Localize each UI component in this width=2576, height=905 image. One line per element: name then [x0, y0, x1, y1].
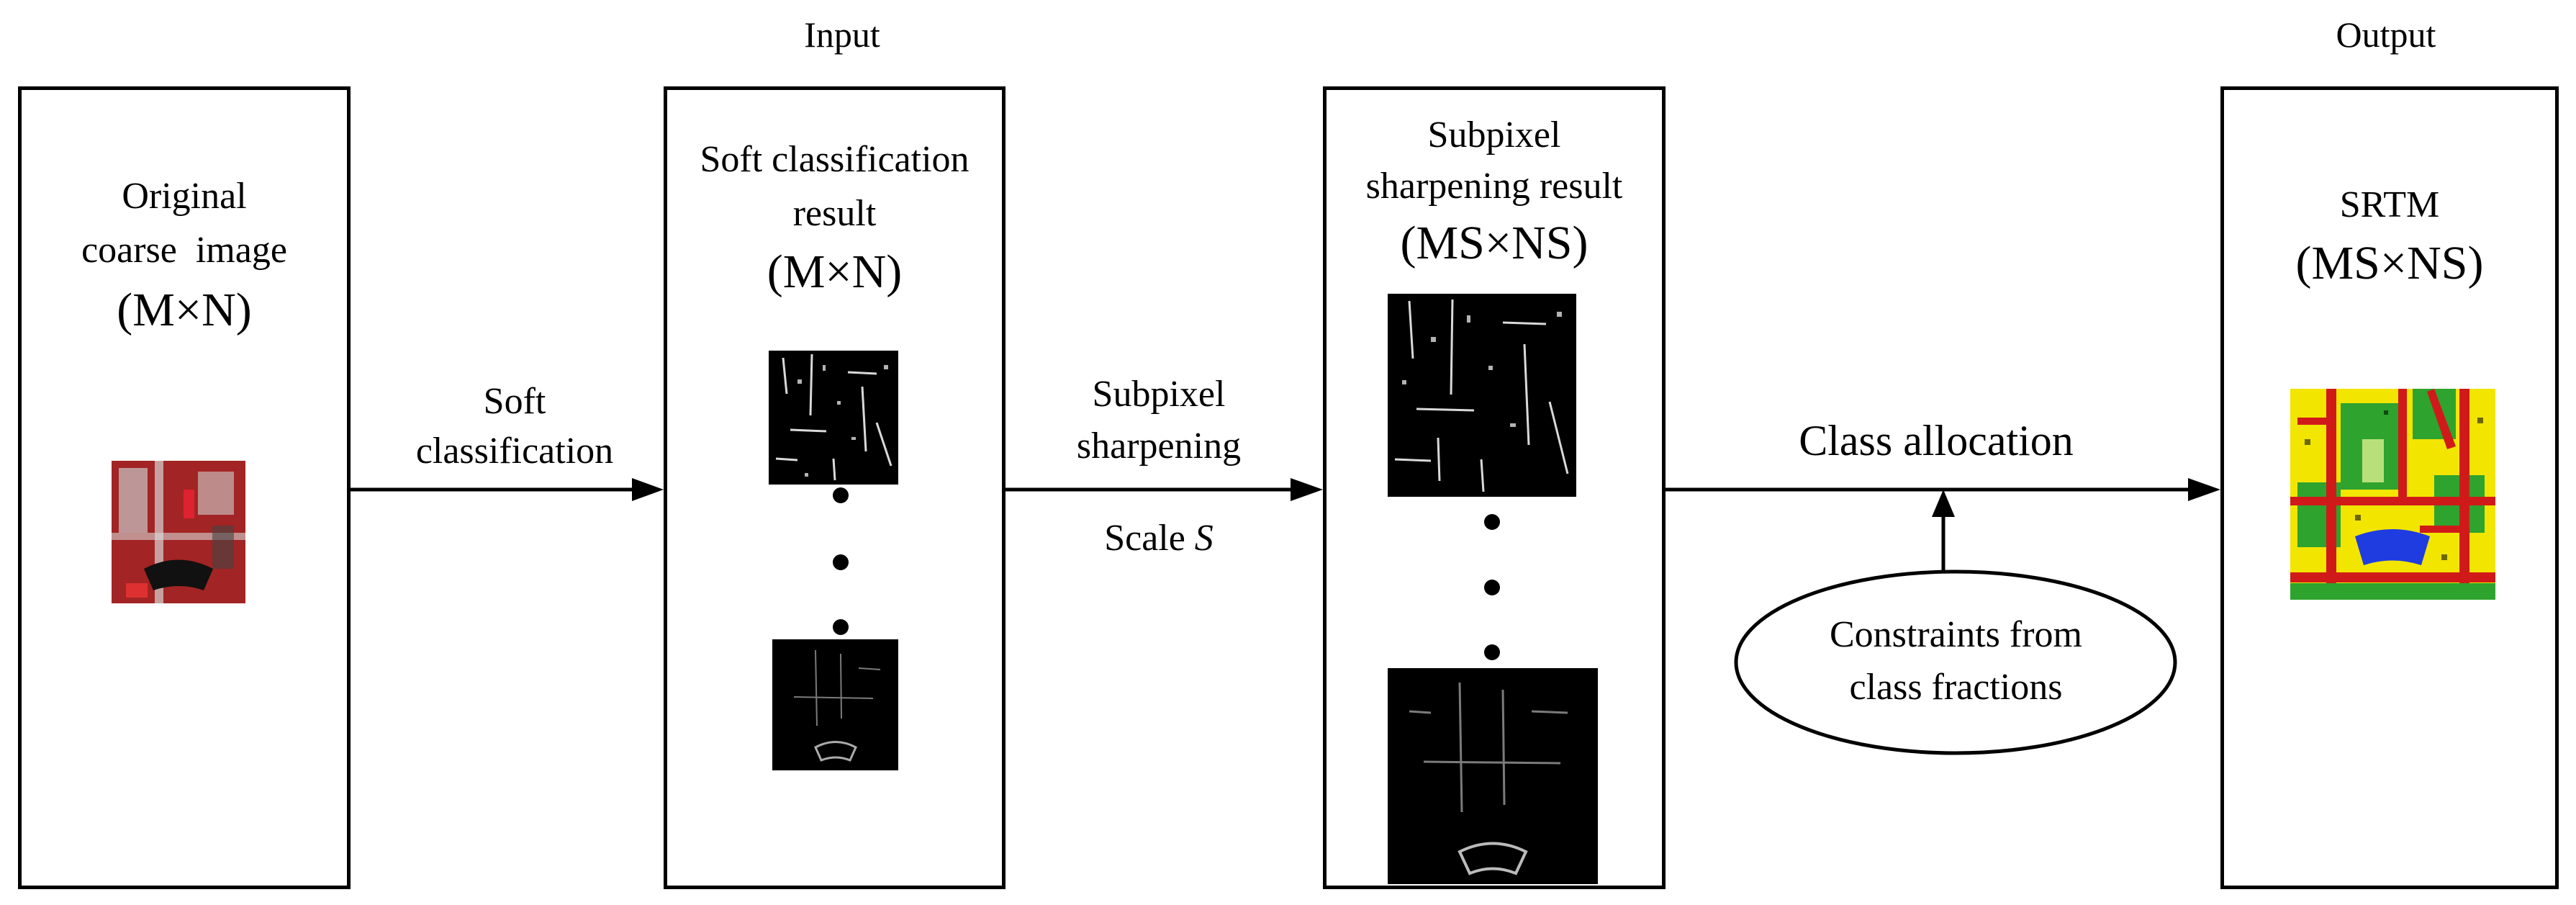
output-header: Output	[2336, 14, 2436, 55]
soft-classification-label-1: Soft	[483, 381, 546, 422]
sharpening-result-subtitle: sharpening result	[1365, 166, 1623, 207]
constraint-text-1: Constraints from	[1830, 614, 2082, 655]
soft-fraction-image-top	[769, 351, 898, 485]
sharpened-fraction-image-top	[1388, 294, 1576, 497]
constraint-ellipse	[1734, 569, 2177, 755]
subpixel-sharpening-label-2: sharpening	[1076, 426, 1242, 467]
arrow-subpixel-sharpening	[1005, 478, 1323, 501]
class-allocation-label: Class allocation	[1799, 417, 2074, 464]
arrow-class-allocation	[1666, 478, 2220, 501]
subpixel-sharpening-label-1: Subpixel	[1092, 374, 1226, 415]
ellipsis-dot	[1484, 514, 1500, 530]
ellipsis-dot	[833, 554, 849, 570]
ellipsis-dot	[833, 487, 849, 503]
soft-result-subtitle: result	[792, 193, 877, 234]
original-image-dims: (M×N)	[117, 284, 252, 336]
srtm-dims: (MS×NS)	[2295, 237, 2484, 289]
original-image-subtitle: coarse image	[81, 230, 287, 271]
scale-prefix: Scale	[1104, 518, 1195, 559]
sharpening-result-title: Subpixel	[1427, 114, 1561, 156]
coarse-image-thumbnail	[112, 461, 245, 603]
srtm-class-map	[2290, 389, 2495, 600]
ellipsis-dot	[1484, 644, 1500, 660]
sharpened-fraction-image-bottom	[1388, 668, 1598, 884]
ellipsis-dot	[833, 619, 849, 635]
ellipsis-dot	[1484, 580, 1500, 595]
soft-classification-label-2: classification	[415, 431, 614, 472]
scale-variable: S	[1194, 518, 1214, 559]
input-header: Input	[804, 14, 880, 55]
constraint-text-2: class fractions	[1849, 667, 2063, 708]
sharpening-result-dims: (MS×NS)	[1400, 217, 1588, 269]
soft-result-title: Soft classification	[700, 139, 970, 180]
soft-fraction-image-bottom	[772, 639, 898, 770]
arrow-constraint-up	[1932, 490, 1955, 572]
original-image-title: Original	[122, 176, 247, 217]
srtm-title: SRTM	[2339, 184, 2440, 225]
soft-result-dims: (M×N)	[767, 246, 903, 298]
arrow-soft-classification	[349, 478, 664, 501]
scale-label: Scale S	[1044, 517, 1274, 560]
